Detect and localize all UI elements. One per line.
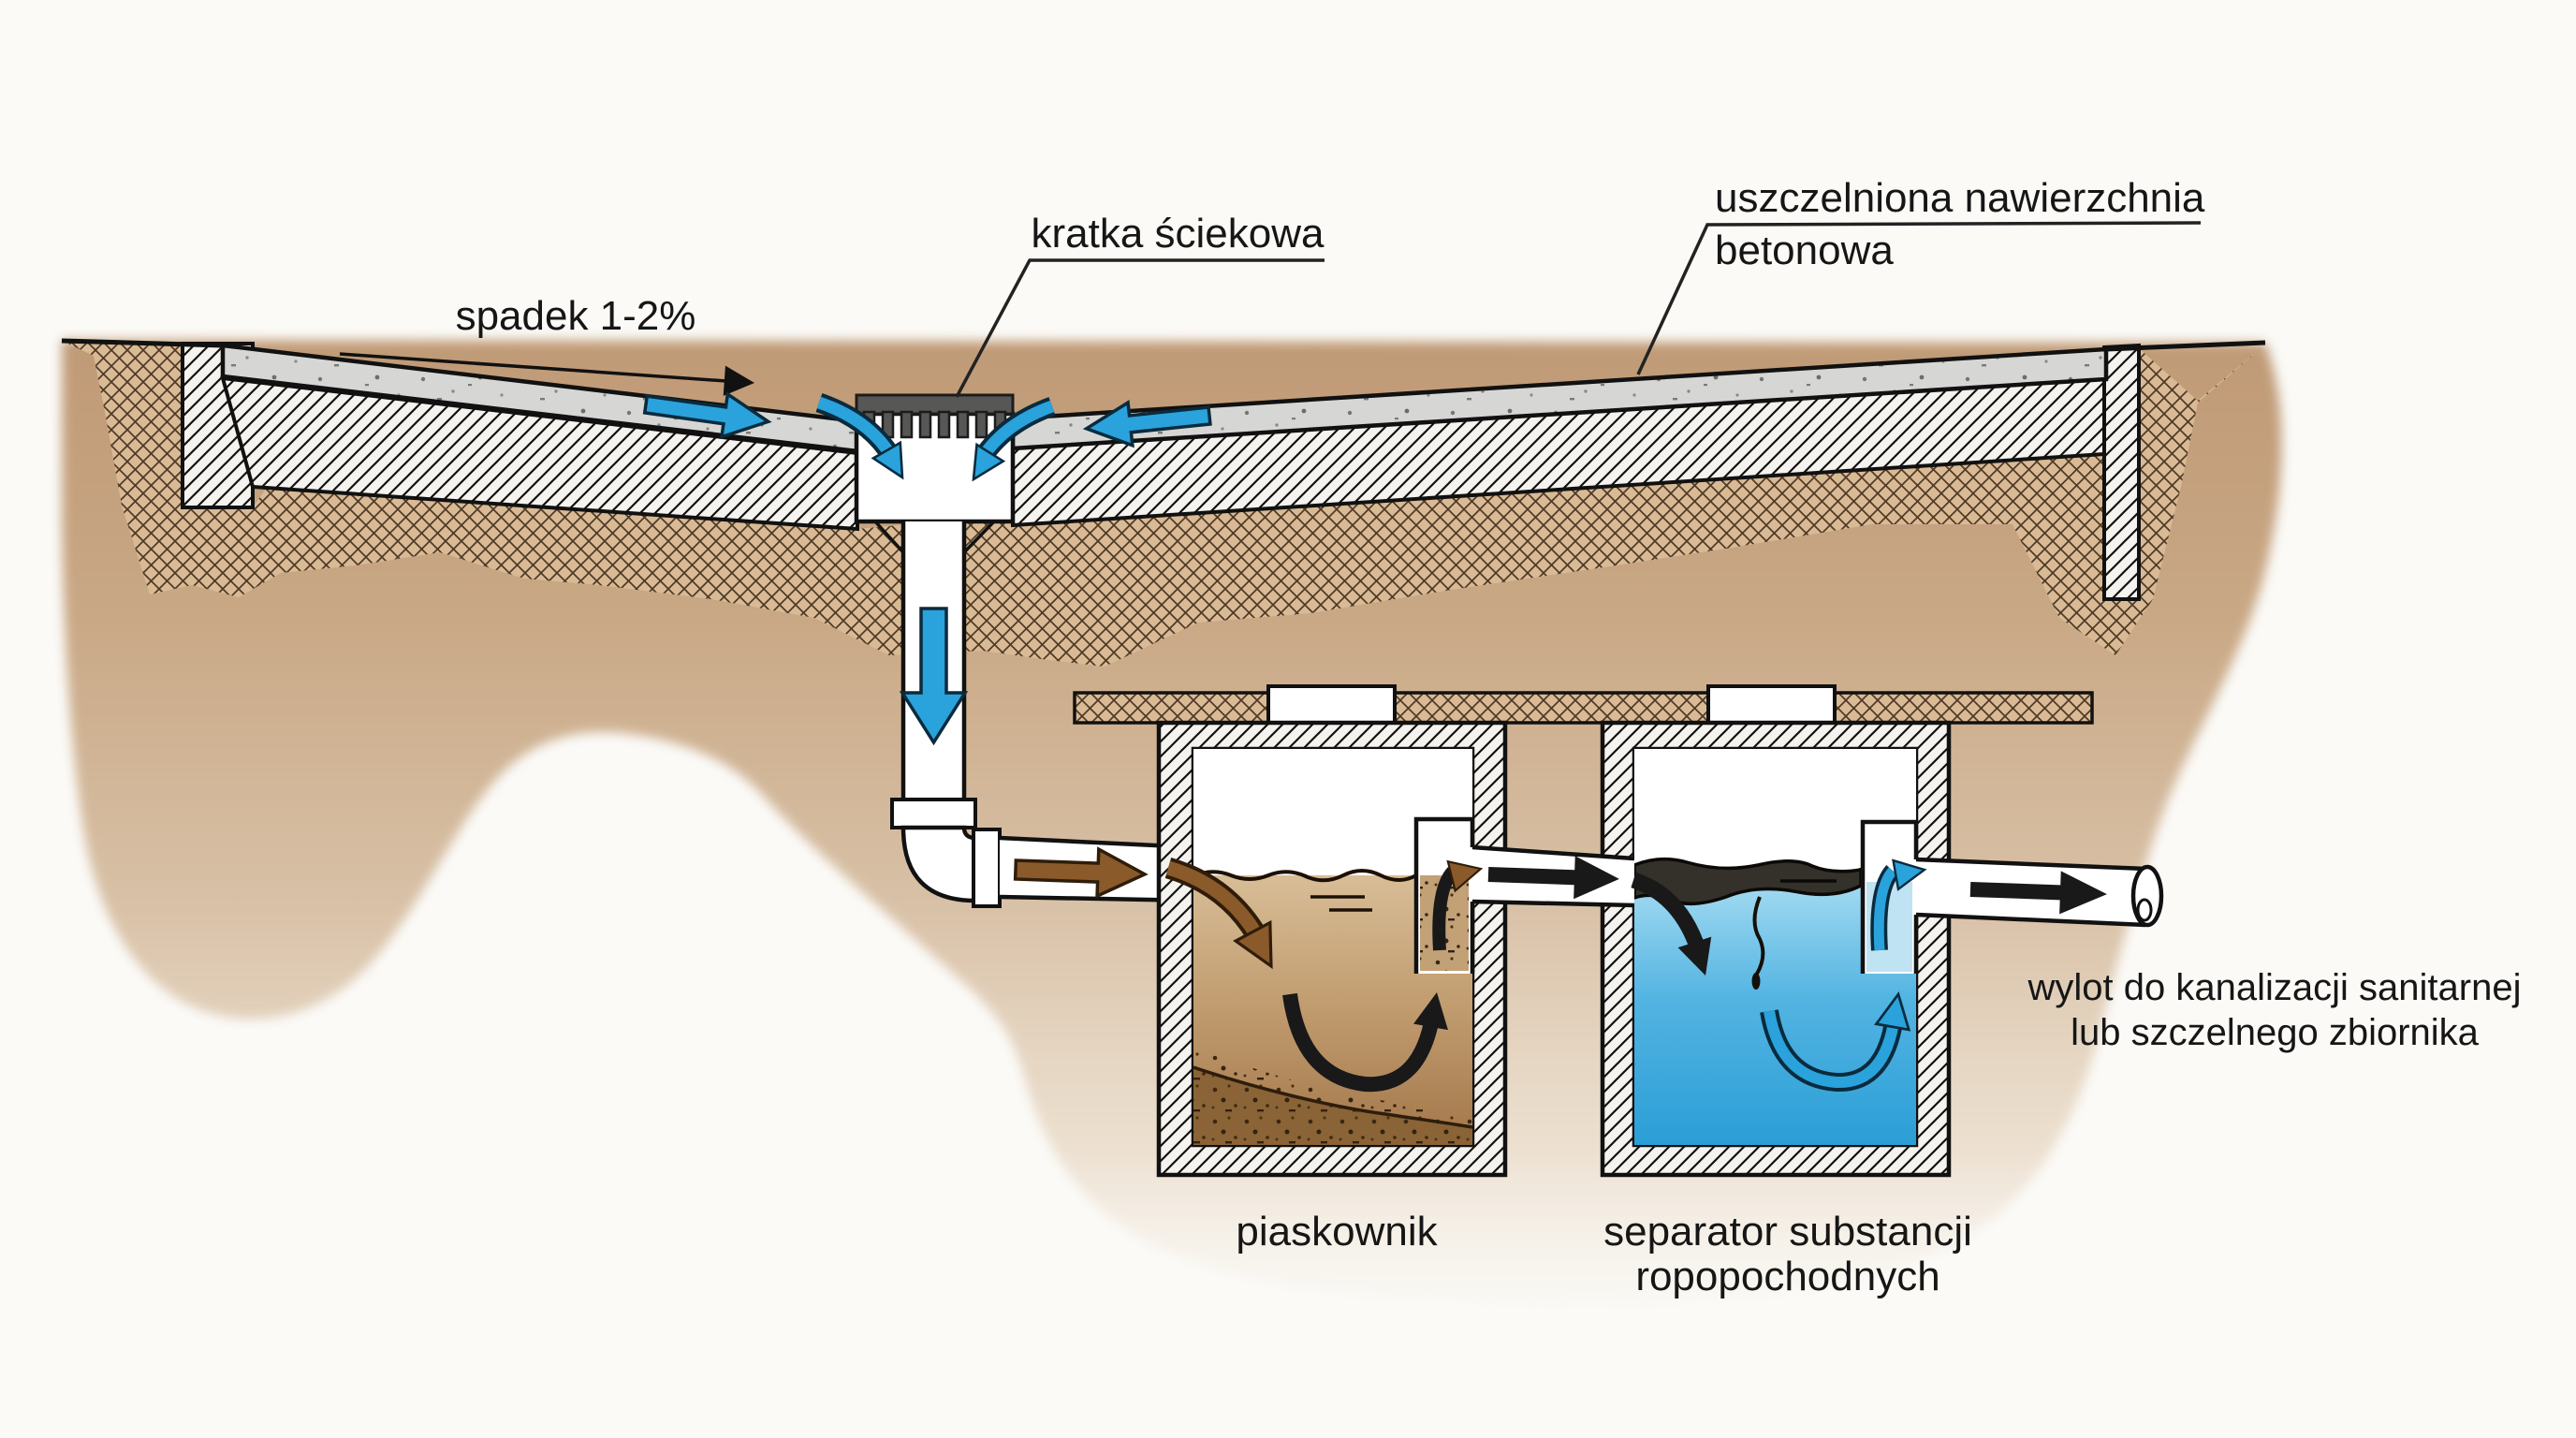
down-pipe-walls [900,521,967,802]
downpipe-flow-arrow-icon [899,607,969,746]
subbase-right-edge-beam [2102,343,2141,601]
separator-label-line2: ropopochodnych [1635,1254,1939,1299]
surface-flow-left-arrow-icon [642,391,772,440]
surface-flow-right-arrow-icon [1082,400,1212,448]
compacted-fill-crosshatch [64,342,2265,667]
cover-slab-band [1073,691,2094,725]
sealed-pavement-label-line2: betonowa [1715,227,1894,273]
annotations: kratka ściekowa uszczelniona nawierzchni… [456,175,2522,1299]
outlet-pipe-end-opening [2136,898,2153,922]
slope-label: spadek 1-2% [456,293,696,339]
pipe-collar-vertical [890,798,977,829]
sand-trap-tank [1156,720,1508,1178]
inlet-pipe-flow-arrow-icon [1013,846,1149,899]
sand-trap-water-surface [1193,869,1417,883]
sand-trap-label: piaskownik [1236,1209,1438,1255]
basin-funnel-lines [873,520,996,554]
drain-grate-label: kratka ściekowa [1031,211,1325,257]
separator-label-line1: separator substancji [1603,1209,1972,1255]
transfer-pipe-outline [1471,844,1635,908]
slope-direction-arrow-icon [339,352,756,399]
sand-trap-inflow-arrow-icon [1164,857,1290,977]
separator-tank [1600,720,1952,1178]
sealed-pavement-leader [1636,221,2202,375]
oil-droplet-tail [1752,896,1765,976]
pipe-collar-horizontal [972,828,1002,908]
sand-trap-circulation-arrow-icon [1282,989,1455,1093]
outlet-pipe-outline [1915,857,2146,928]
flow-arrows [339,352,2107,1093]
sand-trap-baffle-arrow-icon [1432,853,1486,951]
sand-trap-surface-dashes [1310,895,1372,912]
separator-inflow-arrow-icon [1631,872,1722,981]
separator-baffle-outline [1860,819,1919,974]
ground-surface-line-left [61,338,224,348]
ground-surface-line-right [2105,340,2266,352]
slab-over-tanks [1073,684,2094,751]
outlet-label-line1: wylot do kanalizacji sanitarnej [2027,967,2522,1008]
separator-circulation-arrow-icon [1760,990,1916,1093]
grate-inflow-right-arrow-icon [959,397,1056,490]
drain-grate-leader [955,258,1325,398]
sealed-pavement-label-line1: uszczelniona nawierzchnia [1715,175,2205,221]
grate-inflow-left-arrow-icon [815,393,917,487]
sand-trap-sediment-dots [1193,1049,1472,1145]
outlet-flow-arrow-icon [1969,871,2107,915]
oil-droplet [1751,973,1761,990]
transfer-pipe-arrow-icon [1487,856,1619,900]
sand-trap-sediment-line [1193,1065,1473,1129]
outlet-label-line2: lub szczelnego zbiornika [2071,1012,2480,1053]
separator-baffle-arrow-icon [1870,854,1928,951]
sand-trap-baffle-outline [1413,816,1475,974]
